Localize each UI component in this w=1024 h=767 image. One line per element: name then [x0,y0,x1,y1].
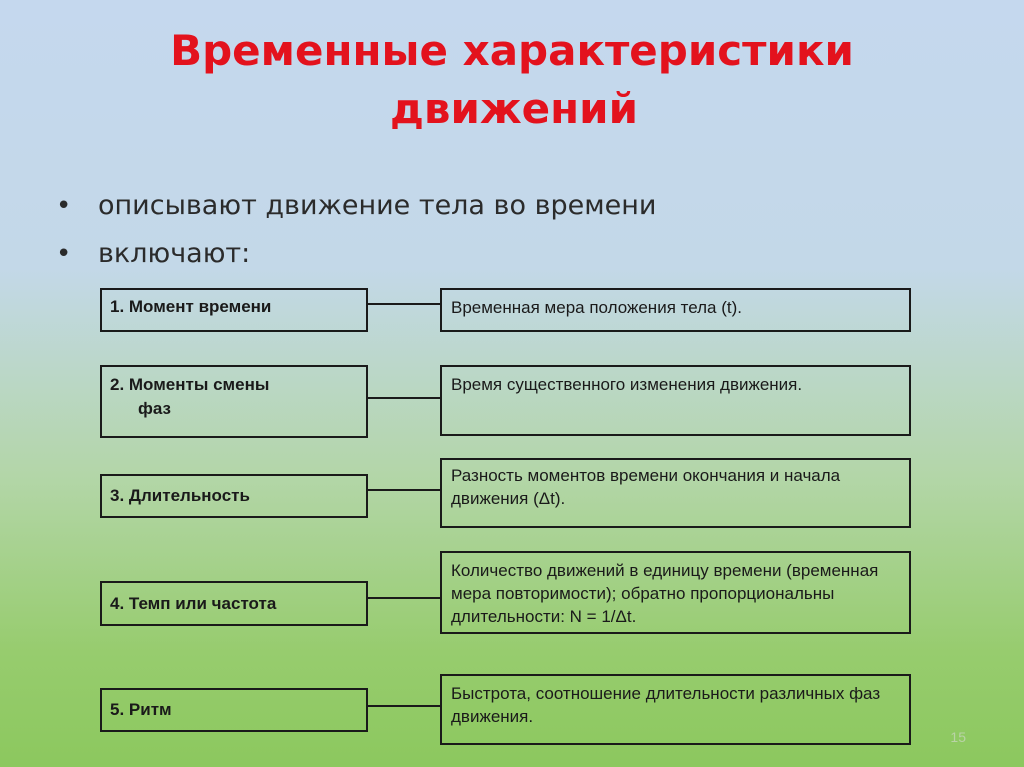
connector-line [368,597,440,599]
term-label: 2. Моменты смены фаз [110,375,270,418]
bullet-item: • включают: [56,232,656,280]
term-label: 1. Момент времени [110,297,272,316]
connector-line [368,705,440,707]
page-number: 15 [950,729,966,745]
definition-box-tempo: Количество движений в единицу времени (в… [440,551,911,634]
term-box-moment: 1. Момент времени [100,288,368,332]
term-box-rhythm: 5. Ритм [100,688,368,732]
bullet-list: • описывают движение тела во времени • вкл… [56,184,656,280]
slide-title: Временные характеристики движений [0,22,1024,138]
definition-box-moment: Временная мера положения тела (t). [440,288,911,332]
title-line-2: движений [389,84,639,133]
definition-text: Количество движений в единицу времени (в… [451,561,879,626]
term-label: 4. Темп или частота [110,593,277,613]
bullet-dot-icon: • [56,191,72,221]
definition-text: Разность моментов времени окончания и на… [451,466,841,508]
bullet-text: включают: [98,238,251,269]
definition-box-duration: Разность моментов времени окончания и на… [440,458,911,528]
bullet-text: описывают движение тела во времени [98,190,657,221]
bullet-item: • описывают движение тела во времени [56,184,656,232]
definition-text: Время существенного изменения движения. [451,375,803,394]
connector-line [368,397,440,399]
title-line-1: Временные характеристики [170,26,854,75]
term-label: 3. Длительность [110,486,250,505]
term-box-duration: 3. Длительность [100,474,368,518]
connector-line [368,489,440,491]
term-box-phase-change: 2. Моменты смены фаз [100,365,368,438]
connector-line [368,303,440,305]
term-box-tempo: 4. Темп или частота [100,581,368,626]
definition-text: Временная мера положения тела (t). [451,298,742,317]
term-label: 5. Ритм [110,700,172,719]
definition-box-rhythm: Быстрота, соотношение длительности разли… [440,674,911,745]
definition-box-phase-change: Время существенного изменения движения. [440,365,911,436]
definition-text: Быстрота, соотношение длительности разли… [451,684,881,726]
bullet-dot-icon: • [56,239,72,269]
